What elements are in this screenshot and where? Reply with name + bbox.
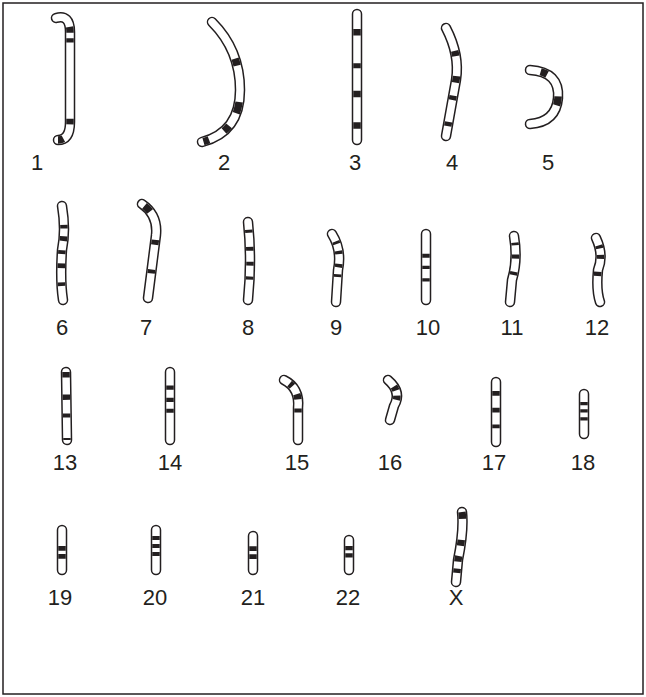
- chromosome: [66, 372, 67, 440]
- chromosome-number: 10: [416, 317, 440, 339]
- chromosome: [156, 530, 157, 570]
- chromosome-number: 6: [56, 317, 68, 339]
- chromosome-number: X: [449, 587, 464, 609]
- chromosome-number: 7: [140, 317, 152, 339]
- chromosome: [284, 380, 298, 440]
- chromosome-number: 4: [446, 152, 458, 174]
- chromosome-number: 8: [242, 317, 254, 339]
- chromosome: [202, 22, 240, 142]
- chromosome: [56, 17, 70, 140]
- chromosome-number: 14: [158, 452, 182, 474]
- chromosome: [349, 540, 350, 570]
- chromosome: [596, 238, 601, 302]
- chromosome-number: 12: [585, 317, 609, 339]
- chromosome: [357, 14, 358, 140]
- chromosome: [584, 394, 585, 434]
- chromosome-number: 5: [542, 152, 554, 174]
- chromosome: [61, 206, 64, 300]
- chromosome: [142, 204, 156, 298]
- chromosome: [62, 530, 63, 570]
- chromosome-number: 2: [218, 152, 230, 174]
- chromosome-number: 13: [53, 452, 77, 474]
- chromosome-number: 16: [378, 452, 402, 474]
- chromosome: [496, 382, 497, 442]
- chromosome: [446, 28, 457, 136]
- frame: [3, 3, 643, 694]
- chromosome-number: 1: [31, 152, 43, 174]
- chromosome: [253, 536, 254, 570]
- chromosome-number: 17: [482, 452, 506, 474]
- chromosome-number: 22: [336, 587, 360, 609]
- chromosome-number: 19: [48, 587, 72, 609]
- chromosome: [510, 236, 516, 302]
- chromosome: [426, 234, 427, 300]
- chromosome-number: 9: [330, 317, 342, 339]
- chromosome: [170, 372, 171, 440]
- chromosome: [530, 70, 558, 124]
- chromosome: [456, 512, 463, 582]
- chromosome-number: 18: [571, 452, 595, 474]
- chromosome-number: 11: [501, 317, 524, 339]
- chromosome: [248, 222, 250, 300]
- chromosome-number: 15: [285, 452, 309, 474]
- chromosome-number: 3: [349, 152, 361, 174]
- chromosome-number: 20: [143, 587, 167, 609]
- chromosome-number: 21: [241, 587, 265, 609]
- chromosome: [332, 234, 339, 302]
- chromosome: [388, 380, 397, 420]
